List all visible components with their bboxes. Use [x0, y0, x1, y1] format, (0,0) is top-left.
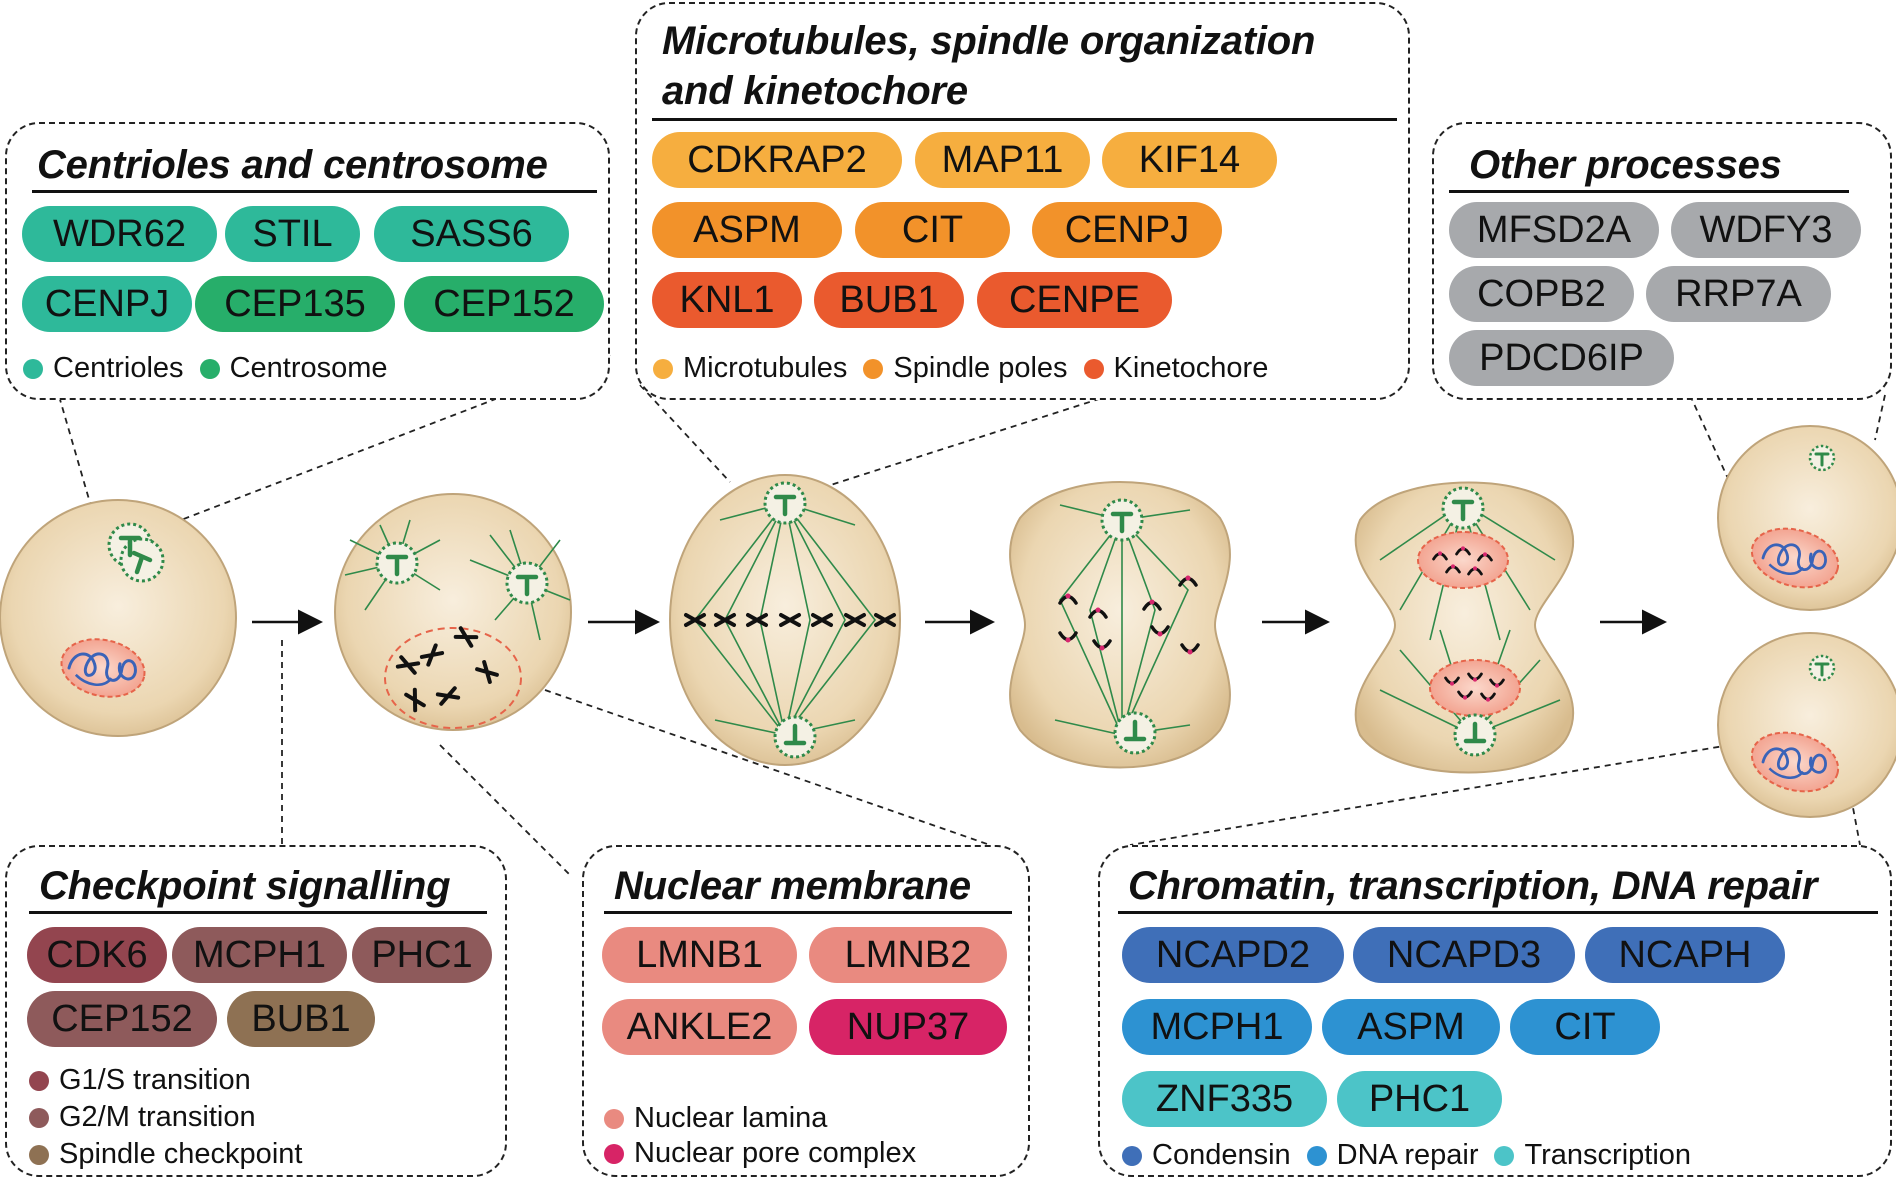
gene-pill: RRP7A — [1646, 266, 1831, 322]
cell-interphase — [0, 499, 237, 737]
gene-pill: CDK6 — [27, 927, 167, 983]
legend-dot — [199, 358, 220, 379]
legend-item: G1/S transition — [29, 1064, 251, 1097]
gene-pill: CENPJ — [1032, 202, 1222, 258]
legend-item: Centrosome — [199, 352, 388, 385]
legend-item: Condensin — [1122, 1139, 1291, 1172]
legend-dot — [1306, 1145, 1327, 1166]
title-rule — [32, 190, 597, 193]
legend: Condensin DNA repair Transcription — [1122, 1139, 1707, 1172]
legend-dot — [23, 358, 43, 379]
legend-item: Spindle poles — [863, 352, 1068, 385]
legend-dot — [653, 358, 673, 379]
gene-pill: CEP135 — [195, 276, 395, 332]
legend-item: DNA repair — [1306, 1139, 1478, 1172]
gene-pill: COPB2 — [1449, 266, 1634, 322]
gene-pill: PHC1 — [1337, 1071, 1502, 1127]
callout-lines — [49, 354, 1886, 876]
legend-dot — [863, 358, 884, 379]
gene-pill: CENPJ — [22, 276, 192, 332]
gene-pill: CIT — [855, 202, 1010, 258]
gene-pill: NUP37 — [809, 999, 1007, 1055]
gene-pill: ANKLE2 — [602, 999, 797, 1055]
gene-pill: MAP11 — [915, 132, 1090, 188]
panel-title-line1: Microtubules, spindle organization — [662, 19, 1316, 63]
gene-pill: SASS6 — [374, 206, 569, 262]
legend-dot — [29, 1107, 49, 1128]
gene-pill: NCAPH — [1585, 927, 1785, 983]
daughter-cell-top — [1717, 425, 1896, 611]
panel-title: Centrioles and centrosome — [37, 143, 548, 187]
gene-pill: BUB1 — [814, 272, 964, 328]
legend: Microtubules Spindle poles Kinetochore — [653, 352, 1284, 385]
title-rule — [604, 911, 1012, 914]
gene-pill: WDFY3 — [1671, 202, 1861, 258]
panel-checkpoint: Checkpoint signalling CDK6 MCPH1 PHC1 CE… — [5, 845, 507, 1177]
panel-nuclear-membrane: Nuclear membrane LMNB1 LMNB2 ANKLE2 NUP3… — [582, 845, 1030, 1177]
panel-title: Chromatin, transcription, DNA repair — [1128, 864, 1818, 908]
gene-pill: NCAPD3 — [1353, 927, 1575, 983]
legend-item: Centrioles — [23, 352, 184, 385]
gene-pill: CDKRAP2 — [652, 132, 902, 188]
legend-dot — [29, 1070, 49, 1091]
gene-pill: WDR62 — [22, 206, 217, 262]
gene-pill: ASPM — [652, 202, 842, 258]
gene-pill: PDCD6IP — [1449, 330, 1674, 386]
gene-pill: LMNB1 — [602, 927, 797, 983]
panel-title: Checkpoint signalling — [39, 864, 451, 908]
gene-pill: KNL1 — [652, 272, 802, 328]
cell-prophase — [334, 493, 572, 731]
legend-item: G2/M transition — [29, 1101, 256, 1134]
gene-pill: BUB1 — [227, 991, 375, 1047]
gene-pill: MCPH1 — [172, 927, 347, 983]
gene-pill: ASPM — [1322, 999, 1500, 1055]
gene-pill: CEP152 — [27, 991, 217, 1047]
legend-dot — [604, 1108, 624, 1129]
panel-title-line2: and kinetochore — [662, 69, 968, 113]
gene-pill: CENPE — [977, 272, 1172, 328]
gene-pill: PHC1 — [352, 927, 492, 983]
panel-microtubules: Microtubules, spindle organization and k… — [635, 2, 1410, 400]
legend-dot — [29, 1144, 49, 1165]
panel-centrioles: Centrioles and centrosome WDR62 STIL SAS… — [5, 122, 610, 400]
title-rule — [29, 911, 487, 914]
legend-dot — [604, 1143, 624, 1164]
gene-pill: LMNB2 — [809, 927, 1007, 983]
legend-item: Transcription — [1494, 1139, 1691, 1172]
daughter-cell-bottom — [1717, 632, 1896, 818]
gene-pill: NCAPD2 — [1122, 927, 1344, 983]
legend-item: Microtubules — [653, 352, 847, 385]
title-rule — [1118, 911, 1878, 914]
panel-other-processes: Other processes MFSD2A WDFY3 COPB2 RRP7A… — [1432, 122, 1892, 400]
legend-item: Nuclear pore complex — [604, 1137, 916, 1170]
title-rule — [652, 118, 1397, 121]
legend-dot — [1494, 1145, 1515, 1166]
gene-pill: STIL — [225, 206, 360, 262]
cell-metaphase — [669, 474, 901, 766]
legend-dot — [1083, 358, 1104, 379]
legend-dot — [1122, 1145, 1142, 1166]
gene-pill: MFSD2A — [1449, 202, 1659, 258]
title-rule — [1449, 190, 1849, 193]
legend-item: Spindle checkpoint — [29, 1138, 302, 1171]
gene-pill: ZNF335 — [1122, 1071, 1327, 1127]
gene-pill: CIT — [1510, 999, 1660, 1055]
gene-pill: CEP152 — [404, 276, 604, 332]
legend-item: Nuclear lamina — [604, 1102, 827, 1135]
panel-chromatin: Chromatin, transcription, DNA repair NCA… — [1098, 845, 1892, 1177]
legend: Centrioles Centrosome — [23, 352, 404, 385]
cell-telophase — [1354, 481, 1575, 774]
panel-title: Nuclear membrane — [614, 864, 971, 908]
legend-item: Kinetochore — [1083, 352, 1268, 385]
cell-anaphase — [1009, 481, 1231, 769]
gene-pill: KIF14 — [1102, 132, 1277, 188]
panel-title: Other processes — [1469, 143, 1782, 187]
gene-pill: MCPH1 — [1122, 999, 1312, 1055]
